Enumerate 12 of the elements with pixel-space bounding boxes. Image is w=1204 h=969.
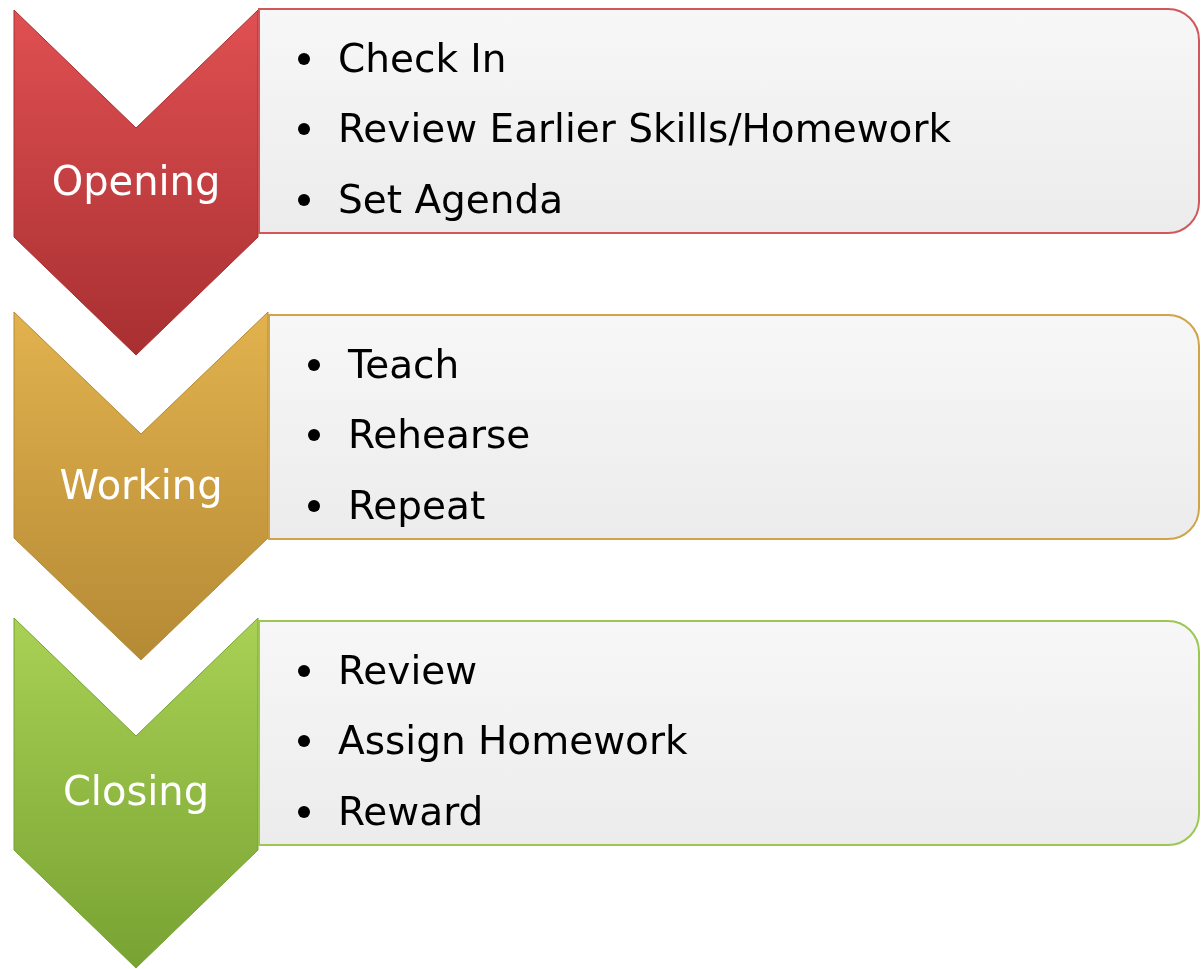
bullet-text: Rehearse — [348, 411, 531, 459]
bullet-text: Reward — [338, 787, 484, 836]
bullet-text: Review — [338, 646, 478, 695]
bullet-text: Assign Homework — [338, 717, 688, 765]
bullet-text: Repeat — [348, 481, 486, 530]
step-label: Opening — [50, 158, 222, 204]
bullet-text: Teach — [348, 340, 460, 389]
step-label: Closing — [61, 768, 211, 814]
step-label: Working — [58, 462, 224, 508]
bullet-text: Review Earlier Skills/Homework — [338, 105, 952, 153]
bullet-text: Set Agenda — [338, 175, 564, 224]
bullet-text: Check In — [338, 34, 507, 83]
